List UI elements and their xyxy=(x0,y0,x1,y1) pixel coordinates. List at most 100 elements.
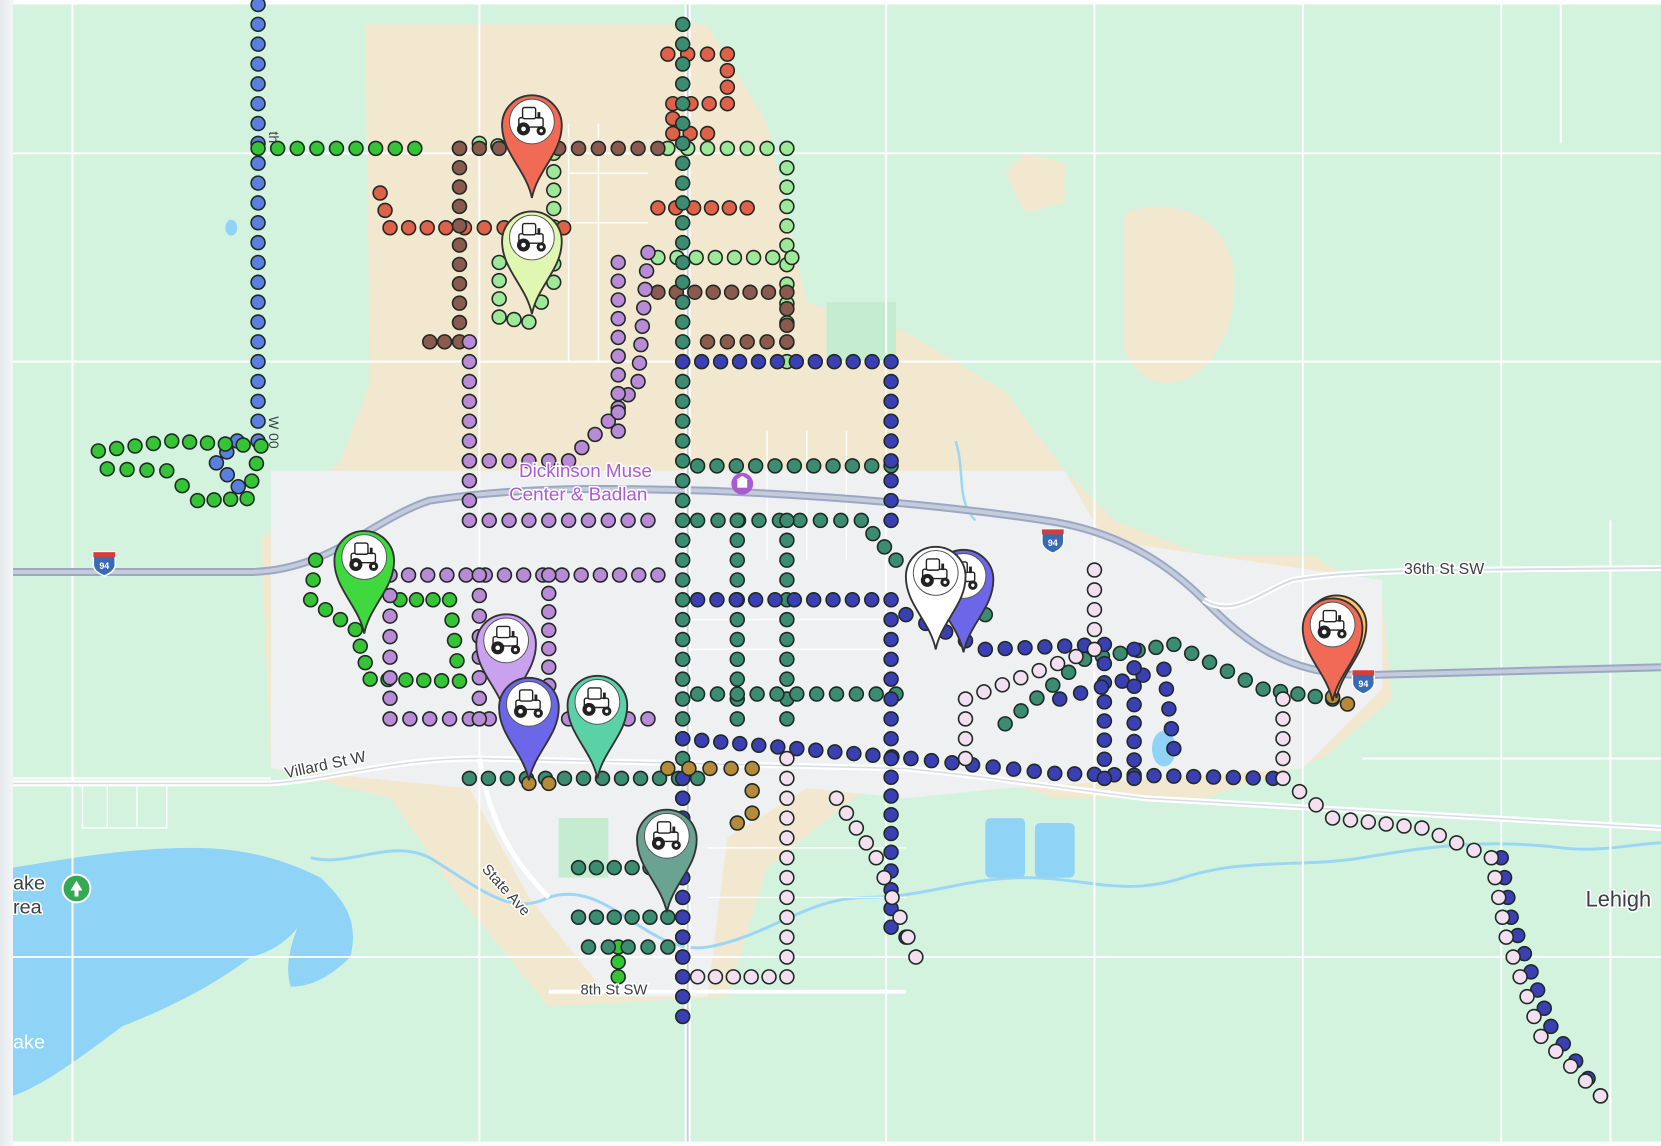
gps-point xyxy=(570,140,587,157)
gps-point xyxy=(674,651,691,668)
map-canvas[interactable]: 94 94 94 Dickinson Muse Center & Badlan … xyxy=(12,0,1661,1146)
gps-point xyxy=(573,567,589,583)
gps-point xyxy=(588,909,605,926)
gps-point xyxy=(348,140,364,157)
museum-label-2[interactable]: Center & Badlan xyxy=(508,482,649,506)
tractor-marker-red-2[interactable] xyxy=(1301,597,1364,702)
gps-point xyxy=(883,472,899,489)
tractor-marker-purple[interactable] xyxy=(475,613,537,718)
gps-point xyxy=(556,770,573,787)
gps-point xyxy=(606,909,622,926)
gps-point xyxy=(719,62,736,79)
tractor-icon xyxy=(1317,609,1347,639)
gps-point xyxy=(545,163,562,180)
gps-point xyxy=(687,284,703,300)
gps-point xyxy=(1126,733,1142,750)
gps-point xyxy=(461,453,478,469)
tractor-marker-navy[interactable] xyxy=(498,676,560,781)
park-icon[interactable] xyxy=(61,873,92,904)
gps-point xyxy=(439,567,455,583)
gps-point xyxy=(788,353,805,370)
gps-point xyxy=(317,601,334,618)
gps-point xyxy=(1096,770,1113,787)
museum-label[interactable]: Dickinson Muse xyxy=(518,458,654,482)
gps-point xyxy=(1126,641,1142,658)
gps-point xyxy=(347,621,364,638)
gps-point xyxy=(693,732,710,749)
teal-route xyxy=(997,636,1341,732)
gps-point xyxy=(710,512,726,529)
tractor-marker-green[interactable] xyxy=(333,530,396,634)
gps-point xyxy=(868,850,884,866)
lightgreen-route xyxy=(650,249,800,266)
gps-point xyxy=(1086,601,1103,618)
gps-point xyxy=(515,567,532,583)
tractor-marker-red[interactable] xyxy=(501,94,563,199)
gps-point xyxy=(769,686,785,702)
gps-point xyxy=(719,79,736,95)
gps-point xyxy=(250,274,266,291)
gps-point xyxy=(250,334,266,350)
purple-route xyxy=(610,254,626,439)
gps-point xyxy=(739,140,755,157)
gps-point xyxy=(944,755,960,771)
pink-route xyxy=(689,750,795,985)
gps-point xyxy=(250,254,266,271)
museum-icon[interactable] xyxy=(731,472,754,495)
gps-point xyxy=(726,249,743,266)
map-view[interactable]: 94 94 94 Dickinson Muse Center & Badlan … xyxy=(12,0,1661,1146)
gps-point xyxy=(674,353,691,370)
gps-point xyxy=(425,592,441,608)
lake-label: ake xyxy=(13,1031,45,1053)
gps-point xyxy=(908,949,924,965)
navy-route xyxy=(674,353,899,529)
tan-zone xyxy=(1005,153,1065,213)
gps-point xyxy=(723,760,739,777)
gps-point xyxy=(640,939,656,955)
gps-point xyxy=(883,373,899,390)
gps-point xyxy=(199,435,216,451)
gps-point xyxy=(779,869,795,886)
tractor-marker-lightgreen[interactable] xyxy=(501,210,563,315)
gps-point xyxy=(712,353,729,370)
gps-point xyxy=(382,608,398,624)
gps-point xyxy=(699,334,716,350)
gps-point xyxy=(750,353,767,370)
gps-point xyxy=(808,742,824,759)
gps-point xyxy=(164,433,180,449)
interstate-94-inner xyxy=(13,487,1661,678)
gps-point xyxy=(491,272,507,289)
gps-point xyxy=(997,640,1013,657)
gps-point xyxy=(108,440,125,457)
tractor-marker-teal[interactable] xyxy=(566,674,629,779)
gps-point xyxy=(779,969,795,985)
gps-point xyxy=(779,160,795,176)
gps-point xyxy=(883,433,899,449)
shield-label: 94 xyxy=(99,561,109,571)
gps-point xyxy=(863,592,880,608)
gps-point xyxy=(759,334,775,350)
gps-point xyxy=(289,140,305,157)
gps-point xyxy=(844,592,861,608)
tractor-marker-white[interactable] xyxy=(904,545,967,650)
gps-point xyxy=(438,219,454,236)
gps-point xyxy=(610,273,626,289)
gps-point xyxy=(642,909,658,926)
tractor-marker-darkgreen[interactable] xyxy=(636,808,698,913)
gps-point xyxy=(779,810,795,826)
gps-point xyxy=(844,458,861,474)
gps-point xyxy=(1342,812,1359,828)
gps-point xyxy=(674,492,691,509)
marker-layer[interactable] xyxy=(333,94,1368,913)
gps-point xyxy=(250,413,266,429)
gps-point xyxy=(876,539,893,555)
gps-point xyxy=(719,140,736,157)
gps-point xyxy=(828,686,845,702)
navy-route xyxy=(1052,661,1182,757)
gps-point xyxy=(611,567,628,583)
gps-point xyxy=(580,512,597,529)
gps-point xyxy=(957,730,974,747)
gps-point xyxy=(650,567,666,583)
gps-point xyxy=(613,770,630,787)
gps-point xyxy=(1158,681,1175,697)
